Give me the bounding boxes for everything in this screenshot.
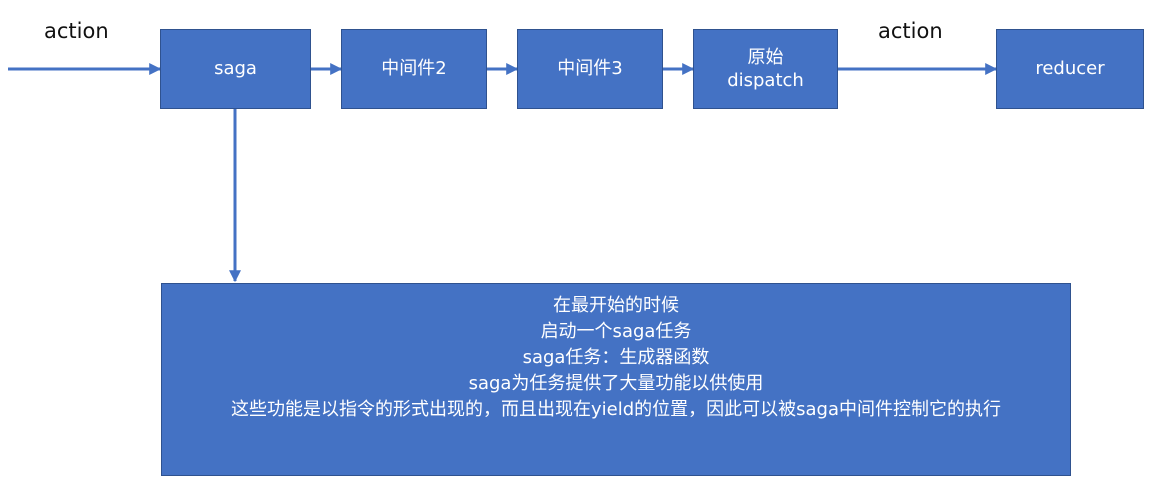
action-output-label: action <box>878 19 943 43</box>
dispatch-node-label-line2: dispatch <box>727 70 804 91</box>
middleware3-node: 中间件3 <box>517 29 663 109</box>
note-line: 这些功能是以指令的形式出现的，而且出现在yield的位置，因此可以被saga中间… <box>230 399 1001 420</box>
saga-node-label: saga <box>214 58 257 80</box>
note-line: saga为任务提供了大量功能以供使用 <box>468 373 764 394</box>
middleware2-node: 中间件2 <box>341 29 487 109</box>
saga-explanation-box: 在最开始的时候 启动一个saga任务 saga任务：生成器函数 saga为任务提… <box>161 283 1071 476</box>
note-line: 启动一个saga任务 <box>540 321 692 342</box>
dispatch-node-label-line1: 原始 <box>747 46 784 68</box>
saga-node: saga <box>160 29 311 109</box>
reducer-node: reducer <box>996 29 1144 109</box>
note-line: 在最开始的时候 <box>553 295 679 316</box>
original-dispatch-node: 原始 dispatch <box>693 29 838 109</box>
reducer-node-label: reducer <box>1035 58 1105 80</box>
note-line: saga任务：生成器函数 <box>522 347 710 368</box>
middleware2-node-label: 中间件2 <box>381 58 447 80</box>
middleware3-node-label: 中间件3 <box>557 58 623 80</box>
action-input-label: action <box>44 19 109 43</box>
